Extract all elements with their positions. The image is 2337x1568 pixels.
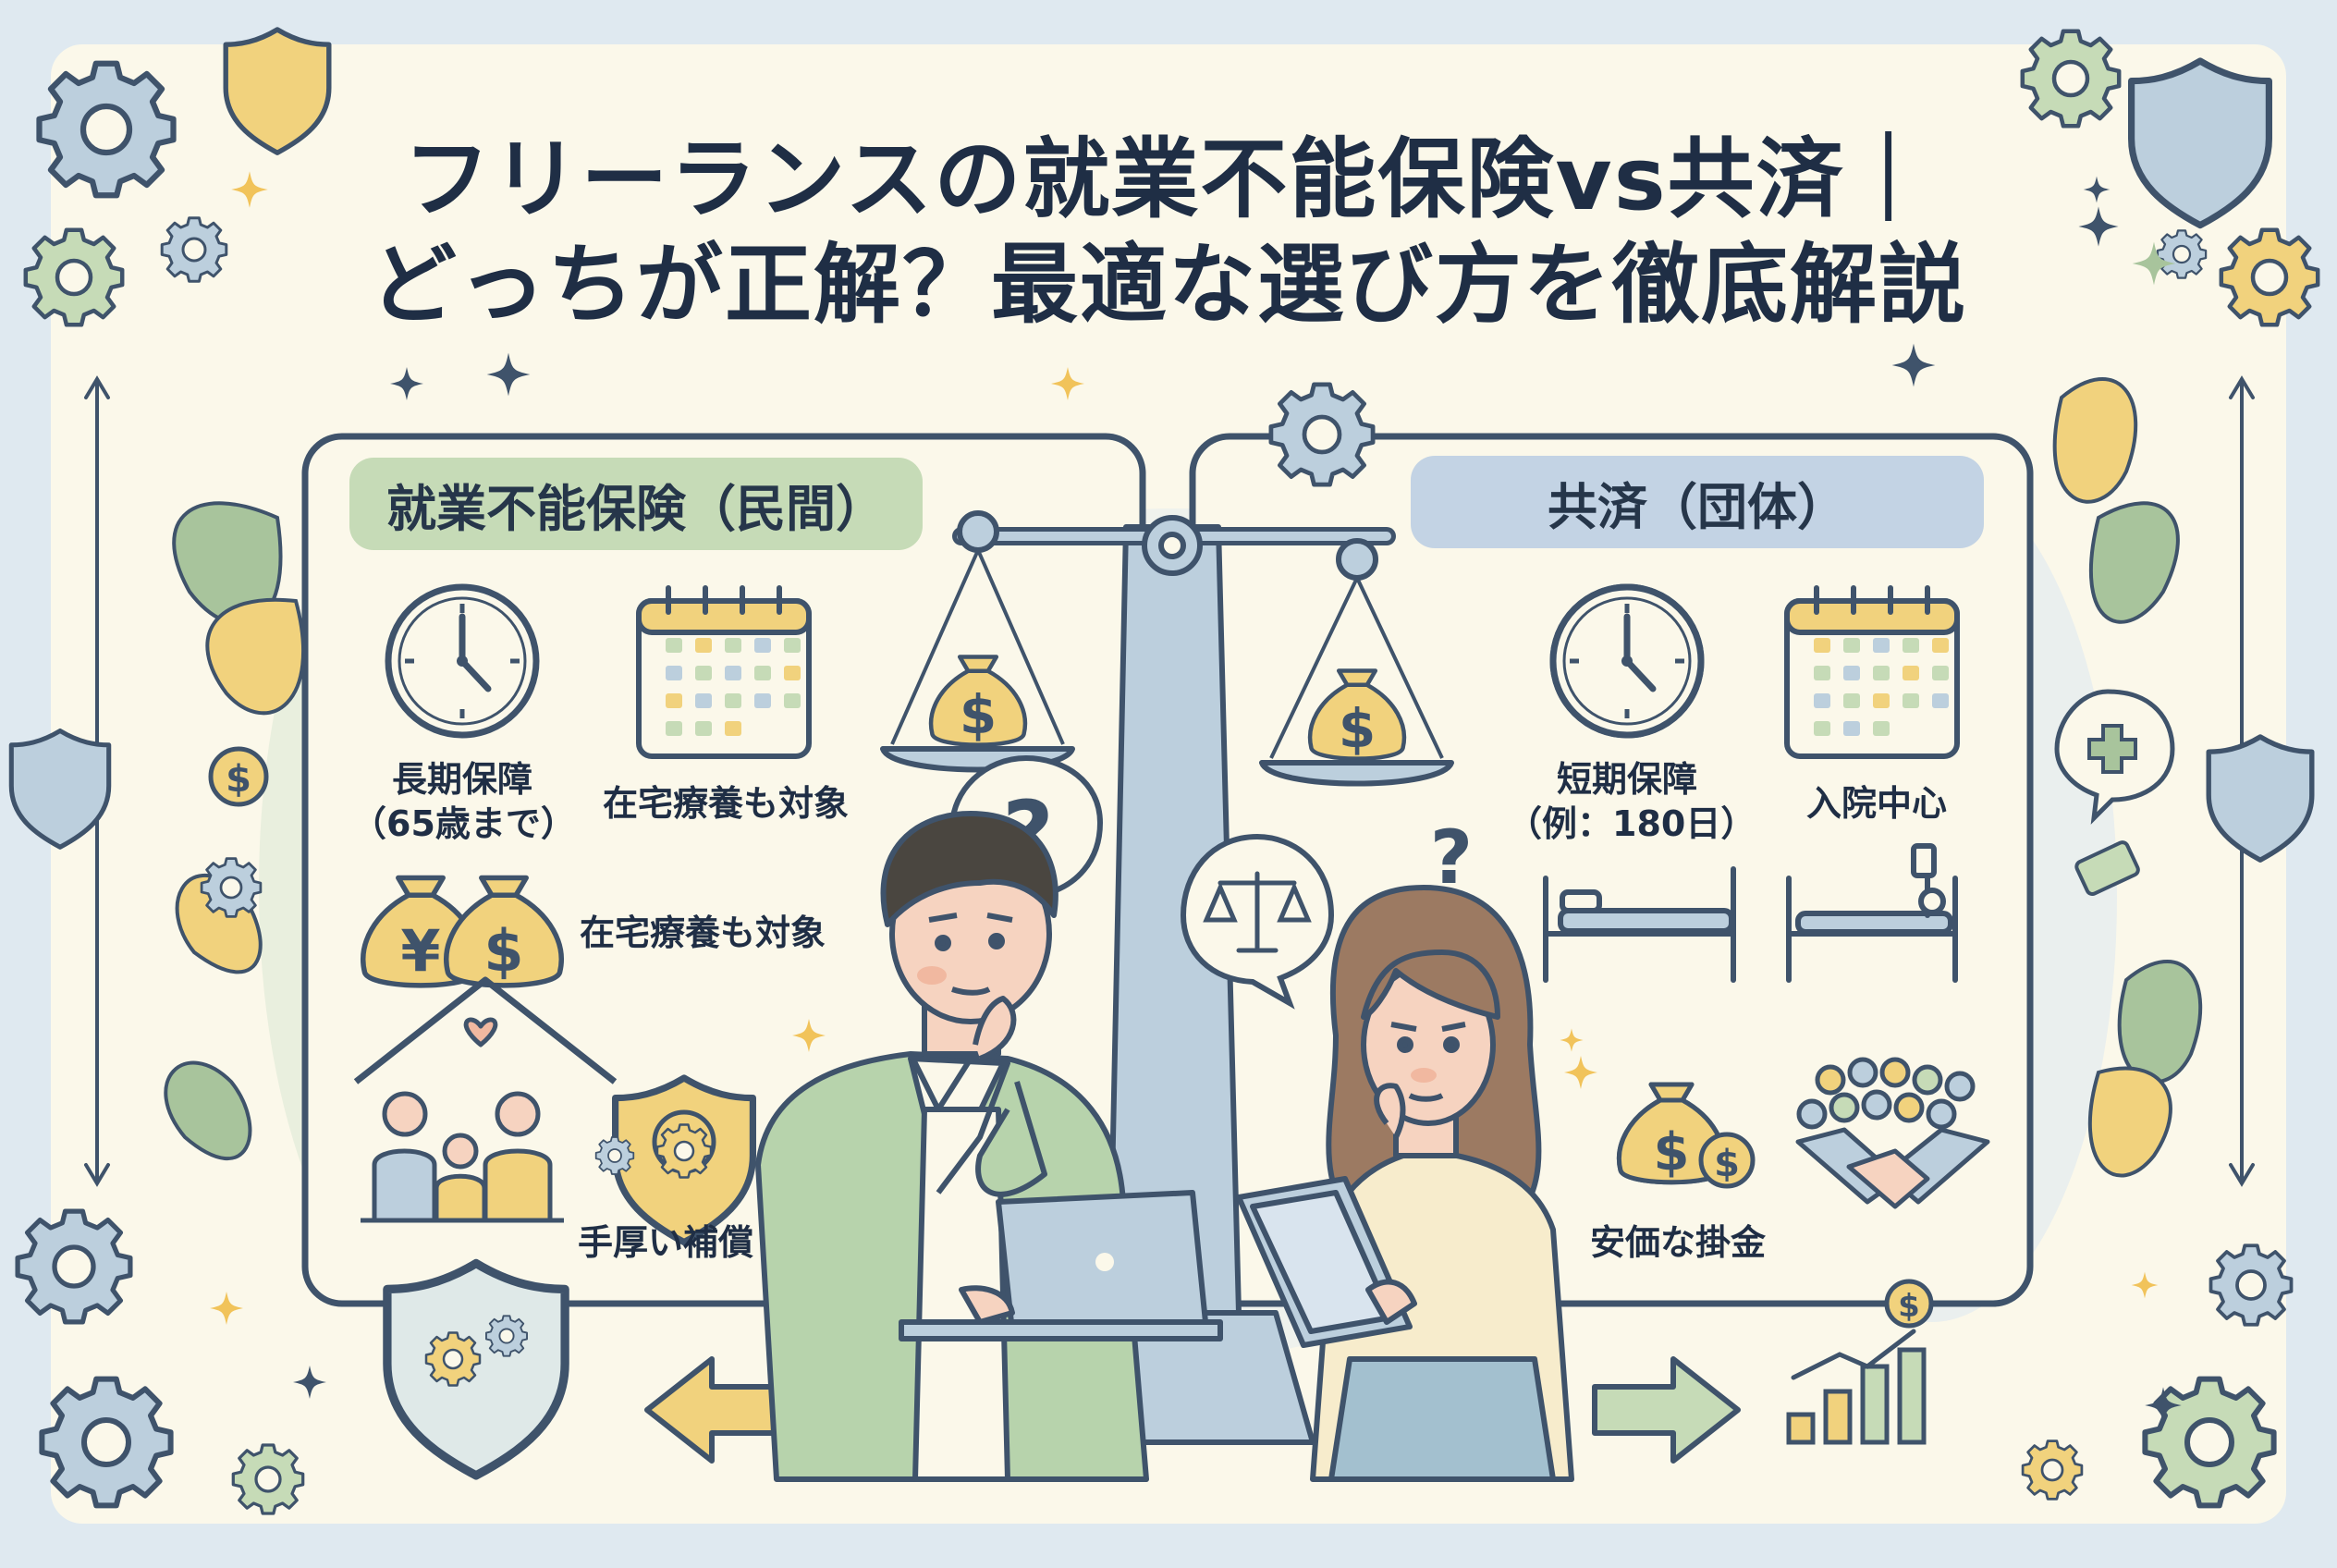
clock-icon xyxy=(388,587,536,735)
svg-text:¥: ¥ xyxy=(400,917,440,985)
heading-mutual-aid: 共済（団体） xyxy=(1411,456,1984,548)
family-icon xyxy=(353,976,618,1223)
svg-text:$: $ xyxy=(1714,1143,1740,1185)
page-title-line-1: フリーランスの就業不能保険vs共済｜ xyxy=(403,129,1934,230)
calendar-icon xyxy=(1787,588,1957,756)
laptop-icon xyxy=(899,1190,1223,1341)
svg-text:$: $ xyxy=(483,917,523,985)
label-home-care: 在宅療養も対象 xyxy=(579,913,826,953)
svg-text:$: $ xyxy=(1898,1288,1920,1325)
woman-figure xyxy=(1310,885,1574,1482)
svg-text:$: $ xyxy=(1654,1122,1690,1182)
label-inpatient: 入院中心 xyxy=(1805,783,1947,824)
heading-private-insurance: 就業不能保険（民間） xyxy=(349,458,923,550)
label-long-term-detail: （65歳まで） xyxy=(351,803,576,844)
label-low-premium: 安価な掛金 xyxy=(1589,1222,1766,1263)
label-short-term: 短期保障 xyxy=(1556,759,1697,800)
svg-text:$: $ xyxy=(226,758,251,801)
svg-text:$: $ xyxy=(1339,697,1376,760)
label-long-term: 長期保障 xyxy=(391,759,532,800)
label-generous-coverage: 手厚い補償 xyxy=(577,1222,753,1263)
label-home-care-top: 在宅療養も対象 xyxy=(602,783,849,824)
calendar-icon xyxy=(639,588,809,756)
arrow-right-icon xyxy=(1592,1356,1741,1464)
label-short-term-detail: （例：180日） xyxy=(1507,803,1756,844)
hospital-bed-icon xyxy=(1543,843,1958,983)
handshake-icon xyxy=(1795,1057,1990,1209)
page-title-line-2: どっちが正解？最適な選び方を徹底解説 xyxy=(369,235,1967,336)
tablet-icon xyxy=(1236,1176,1417,1348)
svg-text:$: $ xyxy=(960,683,997,746)
